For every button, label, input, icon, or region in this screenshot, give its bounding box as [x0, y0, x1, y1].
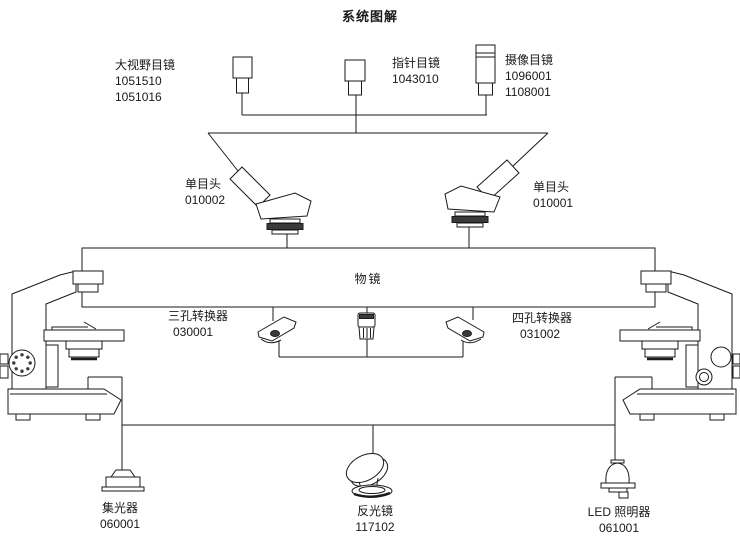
label-condenser: 集光器 060001 — [70, 500, 170, 532]
part-name: 指针目镜 — [392, 56, 441, 70]
eyepiece-connector-lines — [207, 93, 549, 172]
microscope-body-left — [0, 270, 125, 421]
part-code: 1043010 — [392, 72, 439, 86]
part-name: 三孔转换器 — [168, 309, 229, 323]
part-name: 摄像目镜 — [505, 53, 554, 67]
pointer-eyepiece-icon — [344, 59, 366, 96]
label-monocular-head-left: 单目头 010002 — [185, 176, 225, 208]
quad-nosepiece-icon — [445, 316, 485, 344]
part-name: LED 照明器 — [587, 505, 651, 519]
label-wide-field-eyepiece: 大视野目镜 1051510 1051016 — [115, 57, 175, 105]
monocular-head-right-icon — [444, 159, 520, 248]
label-quad-nosepiece: 四孔转换器 031002 — [512, 310, 572, 342]
label-mirror: 反光镜 117102 — [325, 503, 425, 535]
part-code: 030001 — [173, 325, 214, 339]
condenser-icon — [101, 469, 145, 492]
wide-field-eyepiece-icon — [232, 56, 253, 94]
part-name: 单目头 — [533, 180, 570, 194]
illumination-connector-lines — [87, 376, 653, 470]
microscope-body-right — [619, 270, 740, 421]
page-title: 系统图解 — [341, 9, 398, 24]
objective-bar — [81, 247, 656, 308]
label-camera-eyepiece: 摄像目镜 1096001 1108001 — [505, 52, 553, 100]
label-led-illuminator: LED 照明器 061001 — [560, 504, 678, 536]
part-code: 010001 — [533, 196, 574, 210]
label-monocular-head-right: 单目头 010001 — [533, 179, 573, 211]
part-name: 反光镜 — [356, 504, 393, 518]
part-code: 1096001 — [505, 69, 552, 83]
camera-eyepiece-icon — [475, 44, 496, 96]
led-illuminator-icon — [600, 459, 636, 499]
part-name: 集光器 — [101, 501, 138, 515]
part-code: 060001 — [99, 517, 141, 531]
part-name: 四孔转换器 — [512, 311, 573, 325]
objective-lens-icon — [357, 312, 376, 340]
part-name: 大视野目镜 — [115, 58, 176, 72]
triple-nosepiece-icon — [257, 316, 297, 344]
part-code: 061001 — [598, 521, 640, 535]
part-code: 010002 — [185, 193, 226, 207]
part-code: 1051510 — [115, 74, 162, 88]
label-triple-nosepiece: 三孔转换器 030001 — [168, 308, 228, 340]
mirror-icon — [345, 453, 393, 498]
part-code: 1108001 — [505, 85, 551, 99]
part-code: 031002 — [520, 327, 561, 341]
part-code: 1051016 — [115, 90, 162, 104]
label-pointer-eyepiece: 指针目镜 1043010 — [392, 55, 440, 87]
label-objective: 物镜 — [354, 272, 383, 286]
part-code: 117102 — [355, 520, 395, 534]
nosepiece-connector-lines — [272, 307, 474, 358]
part-name: 单目头 — [185, 177, 222, 191]
monocular-head-left-icon — [229, 166, 312, 248]
